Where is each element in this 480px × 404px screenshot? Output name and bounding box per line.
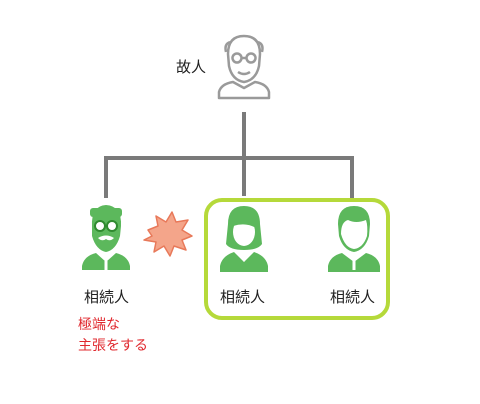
heir-2-label: 相続人	[220, 288, 266, 306]
note-line-1: 極端な	[78, 317, 120, 333]
extreme-claim-note: 極端な 主張をする	[78, 315, 148, 357]
deceased-person-icon	[217, 34, 271, 100]
connector-lines	[104, 112, 354, 198]
heir-3-label: 相続人	[330, 288, 376, 306]
deceased-label: 故人	[176, 58, 207, 76]
heir-1-person-icon	[82, 205, 130, 270]
heir-1-label: 相続人	[84, 288, 130, 306]
heir-2-person-icon	[220, 206, 268, 272]
conflict-burst-icon	[143, 211, 193, 257]
note-line-2: 主張をする	[78, 338, 148, 354]
heir-3-person-icon	[328, 206, 380, 272]
heir-group-border	[204, 198, 390, 320]
